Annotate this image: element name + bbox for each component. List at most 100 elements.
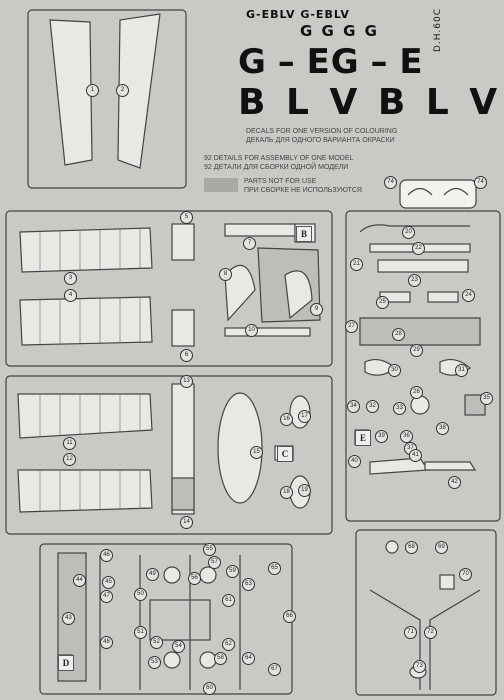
decal-type-code: D.H.60C [433, 8, 443, 52]
part-number: 13 [180, 375, 193, 388]
sprue-letter-b: B [296, 226, 312, 242]
part-number: 48 [100, 636, 113, 649]
part-number: 68 [405, 541, 418, 554]
part-number: 5 [180, 211, 193, 224]
wing-part-4 [19, 296, 153, 346]
part-number: 27 [345, 320, 358, 333]
part-number: 50 [134, 588, 147, 601]
part-number: 63 [242, 578, 255, 591]
part-number: 57 [208, 556, 221, 569]
part-number: 44 [73, 574, 86, 587]
decal-note-en: DECALS FOR ONE VERSION OF COLOURING [246, 128, 398, 135]
part-number: 43 [62, 612, 75, 625]
sprue-letter-c: C [277, 446, 293, 462]
part-number: 28 [392, 328, 405, 341]
details-count-ru: 92 ДЕТАЛИ ДЛЯ СБОРКИ ОДНОЙ МОДЕЛИ [204, 164, 349, 171]
part-number: 59 [226, 565, 239, 578]
part-number: 72 [424, 626, 437, 639]
unused-parts-swatch [204, 178, 238, 192]
part-number: 66 [283, 610, 296, 623]
part-number: 74 [474, 176, 487, 189]
part-number: 31 [455, 364, 468, 377]
part-number: 71 [404, 626, 417, 639]
sprue-letter-d: D [58, 655, 74, 671]
part-number: 26 [410, 386, 423, 399]
wing-part-11 [17, 393, 153, 439]
part-number: 16 [280, 413, 293, 426]
decal-registration-bottom: B L V B L V [238, 82, 502, 123]
details-count-en: 92 DETAILS FOR ASSEMBLY OF ONE MODEL [204, 155, 354, 162]
part-number: 53 [148, 656, 161, 669]
part-number: 42 [448, 476, 461, 489]
part-number: 49 [146, 568, 159, 581]
part-number: 69 [435, 541, 448, 554]
decal-registration-top: G – EG – E [238, 42, 424, 82]
part-number: 29 [410, 344, 423, 357]
part-number: 74 [384, 176, 397, 189]
part-number: 41 [409, 449, 422, 462]
part-number: 8 [219, 268, 232, 281]
part-number: 39 [375, 430, 388, 443]
part-number: 18 [280, 486, 293, 499]
part-number: 30 [388, 364, 401, 377]
sprue-frame-c [5, 375, 333, 535]
part-number: 51 [134, 626, 147, 639]
sprue-frame-e [345, 210, 501, 522]
part-number: 46 [100, 549, 113, 562]
part-number: 52 [150, 636, 163, 649]
sprue-frame-f [355, 529, 497, 696]
part-number: 19 [298, 484, 311, 497]
part-number: 4 [64, 289, 77, 302]
part-number: 6 [180, 349, 193, 362]
part-number: 65 [268, 562, 281, 575]
part-number: 25 [376, 296, 389, 309]
sprue-frame-b [5, 210, 333, 367]
part-number: 55 [203, 543, 216, 556]
part-number: 22 [412, 242, 425, 255]
decal-letter-g-row: G G G G [300, 22, 378, 40]
part-number: 70 [459, 568, 472, 581]
part-number: 15 [250, 446, 263, 459]
part-number: 10 [245, 324, 258, 337]
part-number: 34 [347, 400, 360, 413]
part-number: 33 [393, 402, 406, 415]
part-number: 73 [413, 660, 426, 673]
part-number: 1 [86, 84, 99, 97]
part-number: 2 [116, 84, 129, 97]
part-number: 9 [310, 303, 323, 316]
part-number: 47 [100, 590, 113, 603]
part-number: 35 [480, 392, 493, 405]
part-number: 61 [222, 594, 235, 607]
part-number: 32 [366, 400, 379, 413]
part-number: 67 [268, 663, 281, 676]
part-number: 23 [408, 274, 421, 287]
part-number: 12 [63, 453, 76, 466]
decal-note-ru: ДЕКАЛЬ ДЛЯ ОДНОГО ВАРИАНТА ОКРАСКИ [246, 137, 395, 144]
part-number: 38 [436, 422, 449, 435]
part-number: 60 [203, 682, 216, 695]
wing-part-3 [19, 227, 153, 273]
part-number: 14 [180, 516, 193, 529]
sprue-letter-e: E [355, 430, 371, 446]
part-number: 11 [63, 437, 76, 450]
wing-part-12 [17, 469, 153, 513]
part-number: 40 [348, 455, 361, 468]
part-number: 3 [64, 272, 77, 285]
part-number: 24 [462, 289, 475, 302]
strut-part-1 [49, 19, 93, 166]
part-number: 58 [214, 652, 227, 665]
sprue-frame-a [27, 9, 187, 189]
part-number: 45 [102, 576, 115, 589]
strut-part-2 [117, 13, 161, 169]
part-number: 21 [350, 258, 363, 271]
part-number: 64 [242, 652, 255, 665]
part-number: 56 [188, 572, 201, 585]
part-number: 54 [172, 640, 185, 653]
unused-parts-ru: ПРИ СБОРКЕ НЕ ИСПОЛЬЗУЮТСЯ [244, 187, 362, 194]
part-number: 20 [402, 226, 415, 239]
unused-parts-en: PARTS NOT FOR USE [244, 178, 317, 185]
part-number: 7 [243, 237, 256, 250]
decal-registration-small: G-EBLV G-EBLV [246, 8, 350, 21]
part-number: 17 [298, 410, 311, 423]
part-number: 62 [222, 638, 235, 651]
